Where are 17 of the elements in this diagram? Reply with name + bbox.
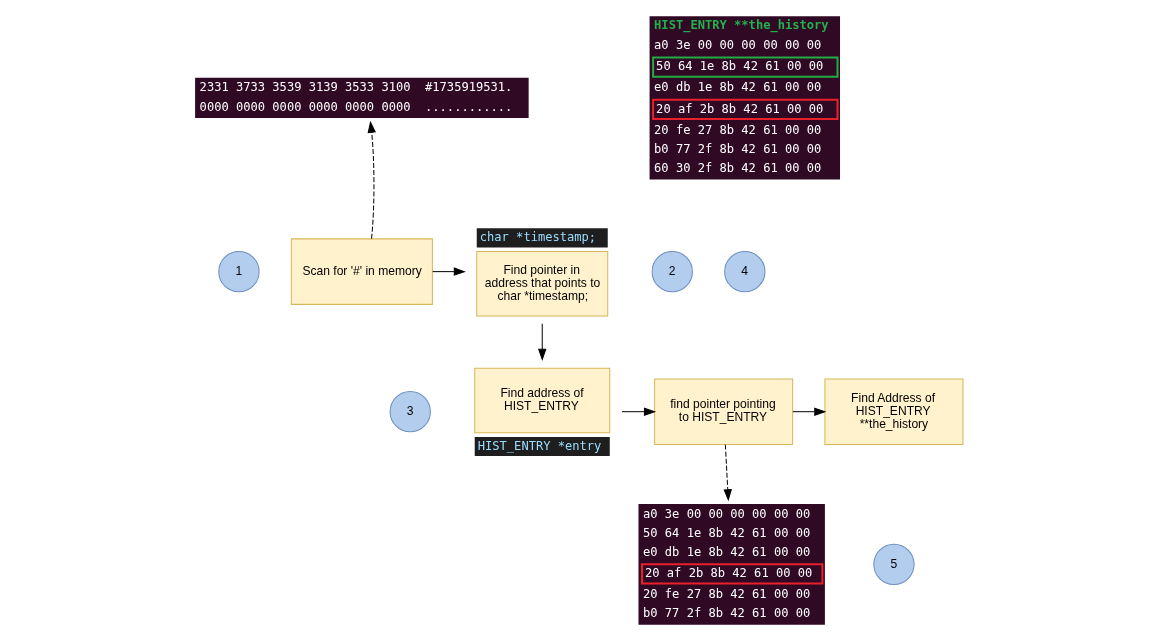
node-label: HIST_ENTRY *entry: [477, 438, 601, 453]
node-circle: 2: [651, 250, 693, 293]
arrow: [431, 267, 466, 276]
node-circle: 1: [217, 250, 260, 293]
arrow: [367, 120, 376, 240]
node-box: Scan for '#' in memory: [290, 238, 433, 305]
node-box: find pointer pointing to HIST_ENTRY: [653, 378, 793, 445]
node-circle: 5: [872, 543, 915, 586]
arrow: [791, 407, 826, 416]
node-box: Find Address of HIST_ENTRY **the_history: [823, 378, 963, 445]
node-circle: 4: [723, 250, 765, 293]
node-box: 2331 3733 3539 3139 3533 3100 #1735919531. 0000 0000 0000 0000 0000 0000 ............: [194, 77, 529, 118]
arrow: [620, 407, 656, 416]
arrow: [537, 323, 546, 361]
node-circle: 3: [389, 391, 431, 433]
node-label: char *timestamp;: [479, 229, 596, 244]
arrow: [723, 444, 732, 502]
